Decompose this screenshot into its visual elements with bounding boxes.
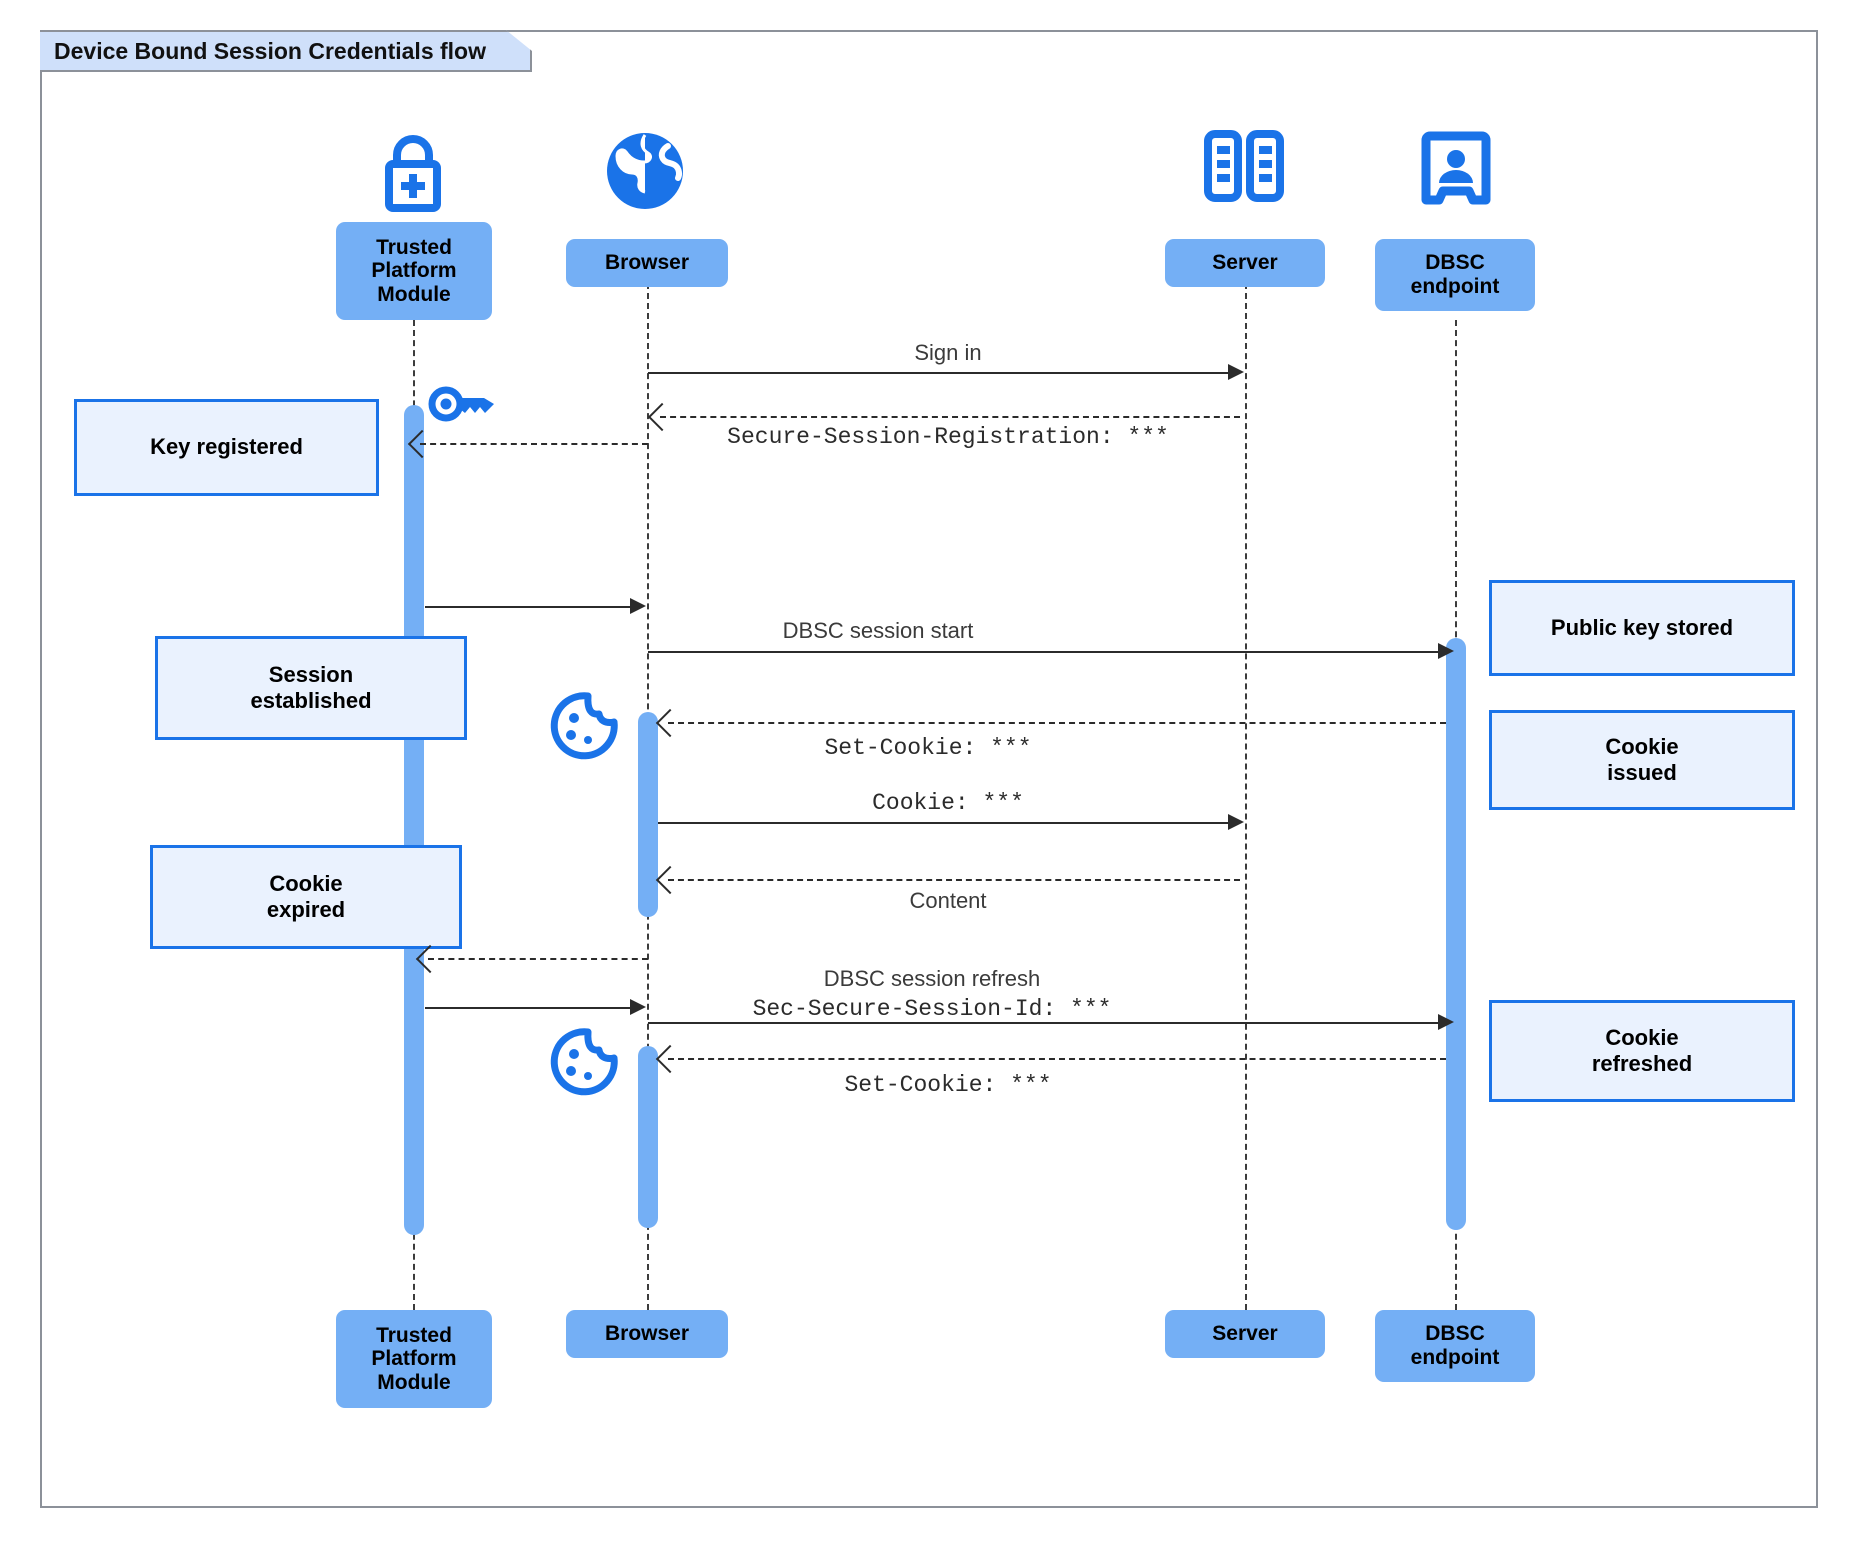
message-line-tpm-to-browser-2	[425, 1007, 630, 1009]
note-cookie-refreshed: Cookie refreshed	[1489, 1000, 1795, 1102]
cookie-icon	[548, 1026, 620, 1098]
globe-icon	[602, 128, 688, 214]
arrowhead-tpm-to-browser-2	[630, 999, 646, 1015]
participant-dbsc-bottom[interactable]: DBSC endpoint	[1375, 1310, 1535, 1382]
note-text: Cookie refreshed	[1591, 1024, 1693, 1076]
participant-label: Browser	[604, 251, 690, 275]
activation-dbsc	[1446, 638, 1466, 1230]
message-label-set-cookie-2: Set-Cookie: ***	[844, 1072, 1052, 1098]
participant-browser-bottom[interactable]: Browser	[566, 1310, 728, 1358]
message-line-secure-session-registration	[660, 416, 1240, 418]
cookie-icon	[548, 690, 620, 762]
participant-label: DBSC endpoint	[1410, 1322, 1500, 1369]
activation-browser-2	[638, 1046, 658, 1228]
participant-server-top[interactable]: Server	[1165, 239, 1325, 287]
participant-tpm-top[interactable]: Trusted Platform Module	[336, 222, 492, 320]
participant-label: Trusted Platform Module	[371, 1323, 457, 1394]
note-session-established: Session established	[155, 636, 467, 740]
note-public-key-stored: Public key stored	[1489, 580, 1795, 676]
note-cookie-expired: Cookie expired	[150, 845, 462, 949]
message-label-sign-in: Sign in	[914, 340, 982, 365]
message-line-browser-to-tpm	[428, 958, 648, 960]
arrowhead-dbsc-session-refresh	[1438, 1014, 1454, 1030]
participant-label: DBSC endpoint	[1410, 251, 1500, 298]
message-label-dbsc-session-start: DBSC session start	[782, 618, 974, 643]
participant-label: Server	[1212, 251, 1278, 275]
server-rack-icon	[1200, 128, 1288, 208]
message-line-tpm-to-browser	[425, 606, 630, 608]
activation-tpm	[404, 405, 424, 1235]
lifeline-server	[1245, 283, 1247, 1310]
message-line-dbsc-session-refresh	[648, 1022, 1438, 1024]
message-label-cookie: Cookie: ***	[872, 790, 1024, 816]
participant-label: Browser	[604, 1322, 690, 1346]
message-line-set-cookie-2	[668, 1058, 1446, 1060]
participant-server-bottom[interactable]: Server	[1165, 1310, 1325, 1358]
frame-title-tab: Device Bound Session Credentials flow	[40, 30, 532, 72]
arrowhead-dbsc-session-start	[1438, 643, 1454, 659]
activation-browser-1	[638, 712, 658, 917]
participant-label: Server	[1212, 1322, 1278, 1346]
message-label-sec-secure-session-id: Sec-Secure-Session-Id: ***	[752, 996, 1112, 1022]
message-label-content: Content	[909, 888, 987, 913]
arrowhead-tpm-to-browser	[630, 598, 646, 614]
note-text: Public key stored	[1550, 614, 1734, 640]
note-cookie-issued: Cookie issued	[1489, 710, 1795, 810]
note-text: Cookie expired	[266, 870, 346, 922]
message-line-sign-in	[648, 372, 1228, 374]
key-icon	[428, 382, 500, 432]
note-text: Key registered	[150, 434, 303, 460]
message-line-dbsc-session-start	[648, 651, 1438, 653]
lock-plus-icon	[371, 128, 455, 212]
note-text: Session established	[250, 661, 372, 713]
message-label-set-cookie-1: Set-Cookie: ***	[824, 735, 1032, 761]
message-line-content	[668, 879, 1240, 881]
page-title: Device Bound Session Credentials flow	[54, 37, 486, 64]
note-key-registered: Key registered	[74, 399, 379, 496]
message-line-set-cookie-1	[668, 722, 1446, 724]
participant-tpm-bottom[interactable]: Trusted Platform Module	[336, 1310, 492, 1408]
note-text: Cookie issued	[1605, 733, 1679, 785]
message-line-registration-to-tpm	[420, 443, 648, 445]
arrowhead-sign-in	[1228, 364, 1244, 380]
arrowhead-cookie	[1228, 814, 1244, 830]
id-badge-icon	[1420, 128, 1492, 212]
message-line-cookie	[658, 822, 1228, 824]
participant-label: Trusted Platform Module	[371, 235, 457, 306]
participant-dbsc-top[interactable]: DBSC endpoint	[1375, 239, 1535, 311]
participant-browser-top[interactable]: Browser	[566, 239, 728, 287]
message-label-dbsc-session-refresh: DBSC session refresh	[823, 966, 1041, 991]
message-label-secure-session-registration: Secure-Session-Registration: ***	[727, 424, 1169, 450]
